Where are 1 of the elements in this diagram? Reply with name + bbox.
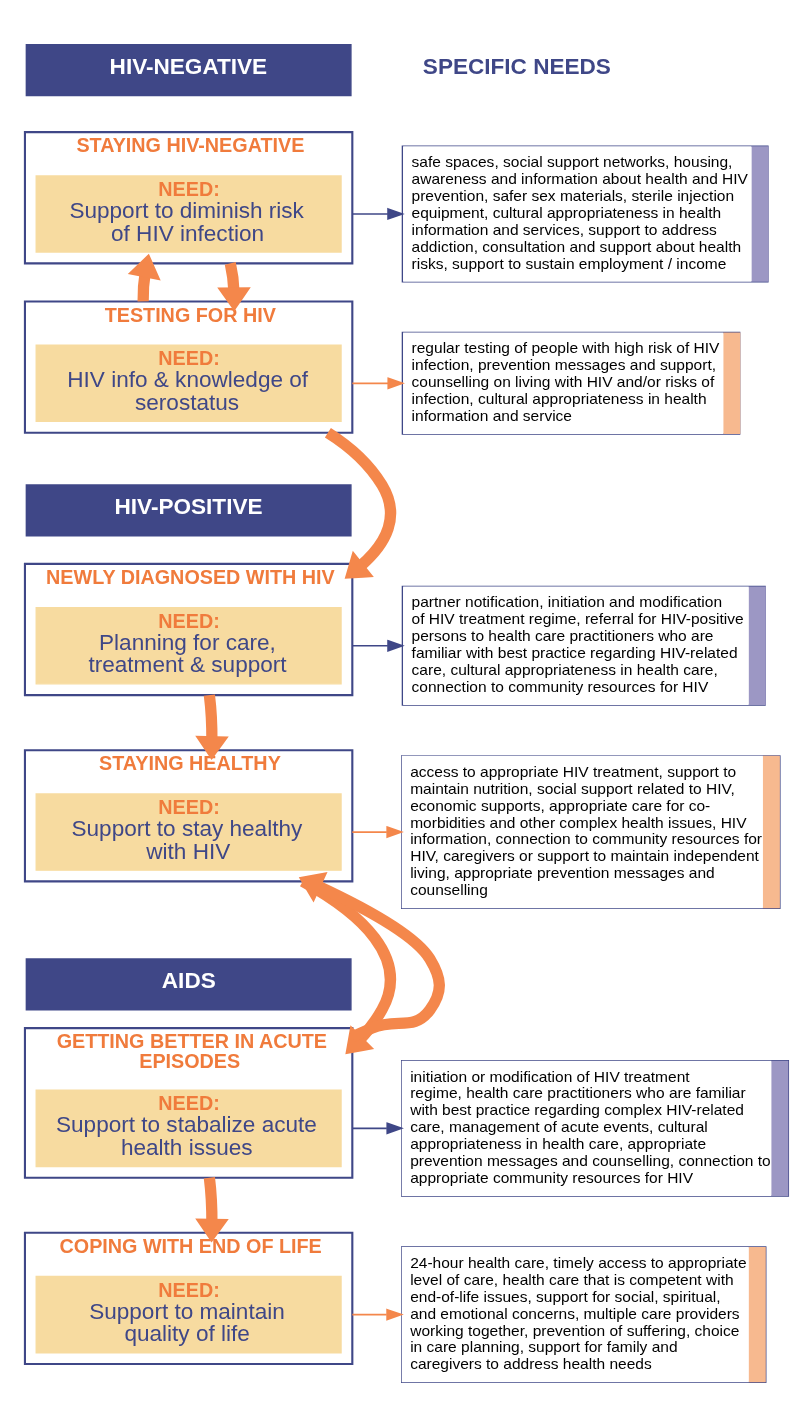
label: SPECIFIC NEEDS	[422, 53, 611, 79]
